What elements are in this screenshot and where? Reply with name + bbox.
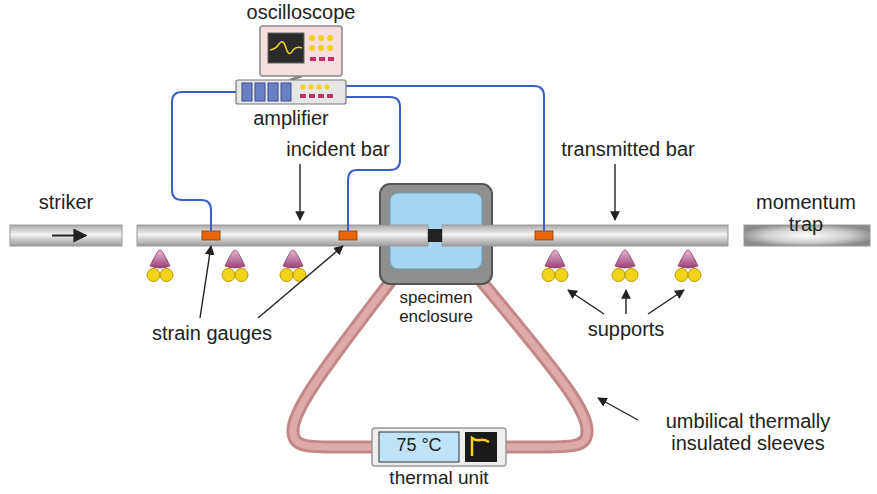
oscilloscope-body xyxy=(327,45,333,51)
part-label: striker xyxy=(6,191,126,213)
strain-gauge xyxy=(339,231,357,240)
amplifier-body xyxy=(316,84,321,89)
amplifier-body xyxy=(255,83,265,101)
oscilloscope-body xyxy=(260,26,342,76)
amplifier-body xyxy=(318,94,324,98)
striker-arrow xyxy=(52,235,86,237)
signal-wire xyxy=(172,86,544,231)
oscilloscope-body xyxy=(310,57,316,61)
specimen xyxy=(428,229,442,242)
insulated-sleeve xyxy=(482,282,587,447)
display-readout: 75 °C xyxy=(379,435,459,455)
leader-arrow xyxy=(299,164,300,220)
thermal-unit-body xyxy=(472,438,489,456)
leader-arrow xyxy=(200,246,211,318)
bar xyxy=(442,225,728,246)
node-label: oscilloscope xyxy=(236,1,366,23)
leader-arrow xyxy=(200,164,684,420)
leader-arrow xyxy=(598,398,638,420)
oscilloscope-body xyxy=(270,42,302,54)
signal-wire xyxy=(172,92,236,231)
signal-wire xyxy=(346,97,400,231)
strain-gauge xyxy=(202,231,220,240)
apparatus-node: specimen enclosure xyxy=(380,184,492,284)
thermal-unit-body xyxy=(465,432,497,462)
support xyxy=(688,269,701,282)
support xyxy=(147,250,701,282)
support xyxy=(280,269,293,282)
amplifier-body xyxy=(300,94,306,98)
oscilloscope-body xyxy=(268,33,304,63)
oscilloscope-body xyxy=(260,26,342,76)
bar xyxy=(10,225,122,246)
part-label: umbilical thermally insulated sleeves xyxy=(646,410,851,455)
leader-arrow xyxy=(614,164,615,220)
apparatus-node: amplifier xyxy=(236,80,346,104)
support xyxy=(615,250,635,268)
support xyxy=(555,269,568,282)
part-label: supports xyxy=(571,318,681,340)
amplifier-body xyxy=(327,94,333,98)
support xyxy=(225,250,245,268)
amplifier-body xyxy=(300,84,305,89)
support xyxy=(675,269,688,282)
oscilloscope-body xyxy=(318,45,324,51)
thermal-unit-body xyxy=(372,428,506,466)
oscilloscope-body xyxy=(328,57,334,61)
node-label: thermal unit xyxy=(359,467,519,488)
support xyxy=(150,250,170,268)
strain-gauge xyxy=(202,231,553,240)
amplifier-body xyxy=(236,80,346,104)
part-label: incident bar xyxy=(278,138,398,160)
support xyxy=(542,269,555,282)
insulated-sleeve xyxy=(293,282,390,447)
sleeve-highlight xyxy=(293,282,390,447)
apparatus-node: oscilloscope xyxy=(260,26,342,76)
support xyxy=(222,269,235,282)
oscilloscope-body xyxy=(319,57,325,61)
amplifier-body xyxy=(236,80,346,104)
thermal-unit-body xyxy=(372,428,506,466)
node-label: specimen enclosure xyxy=(386,288,486,326)
part-label: momentum trap xyxy=(736,191,876,236)
oscilloscope-body xyxy=(327,35,333,41)
leader-arrow xyxy=(648,290,684,314)
support xyxy=(612,269,625,282)
part-label: strain gauges xyxy=(137,322,287,344)
amplifier-body xyxy=(281,83,291,101)
sleeve-highlight xyxy=(482,282,587,447)
amplifier-body xyxy=(308,84,313,89)
oscilloscope-body xyxy=(318,35,324,41)
support xyxy=(545,250,565,268)
support xyxy=(678,250,698,268)
part-label: transmitted bar xyxy=(548,138,708,160)
leader-arrow xyxy=(625,290,626,314)
oscilloscope-body xyxy=(309,45,315,51)
node-label: amplifier xyxy=(231,107,351,129)
striker-arrow xyxy=(52,235,86,236)
amplifier-body xyxy=(324,84,329,89)
support xyxy=(625,269,638,282)
amplifier-body xyxy=(309,94,315,98)
amplifier-body xyxy=(268,83,278,101)
bar xyxy=(137,225,428,246)
support xyxy=(160,269,173,282)
thermal-unit-body xyxy=(379,432,459,462)
bar xyxy=(10,225,870,246)
leader-arrow xyxy=(258,246,343,318)
apparatus-node: 75 °Cthermal unit xyxy=(372,428,506,466)
specimen xyxy=(428,229,442,242)
oscilloscope-body xyxy=(309,35,315,41)
strain-gauge xyxy=(535,231,553,240)
support xyxy=(235,269,248,282)
support xyxy=(283,250,303,268)
support xyxy=(147,269,160,282)
leader-arrow xyxy=(568,290,604,314)
amplifier-body xyxy=(242,83,252,101)
